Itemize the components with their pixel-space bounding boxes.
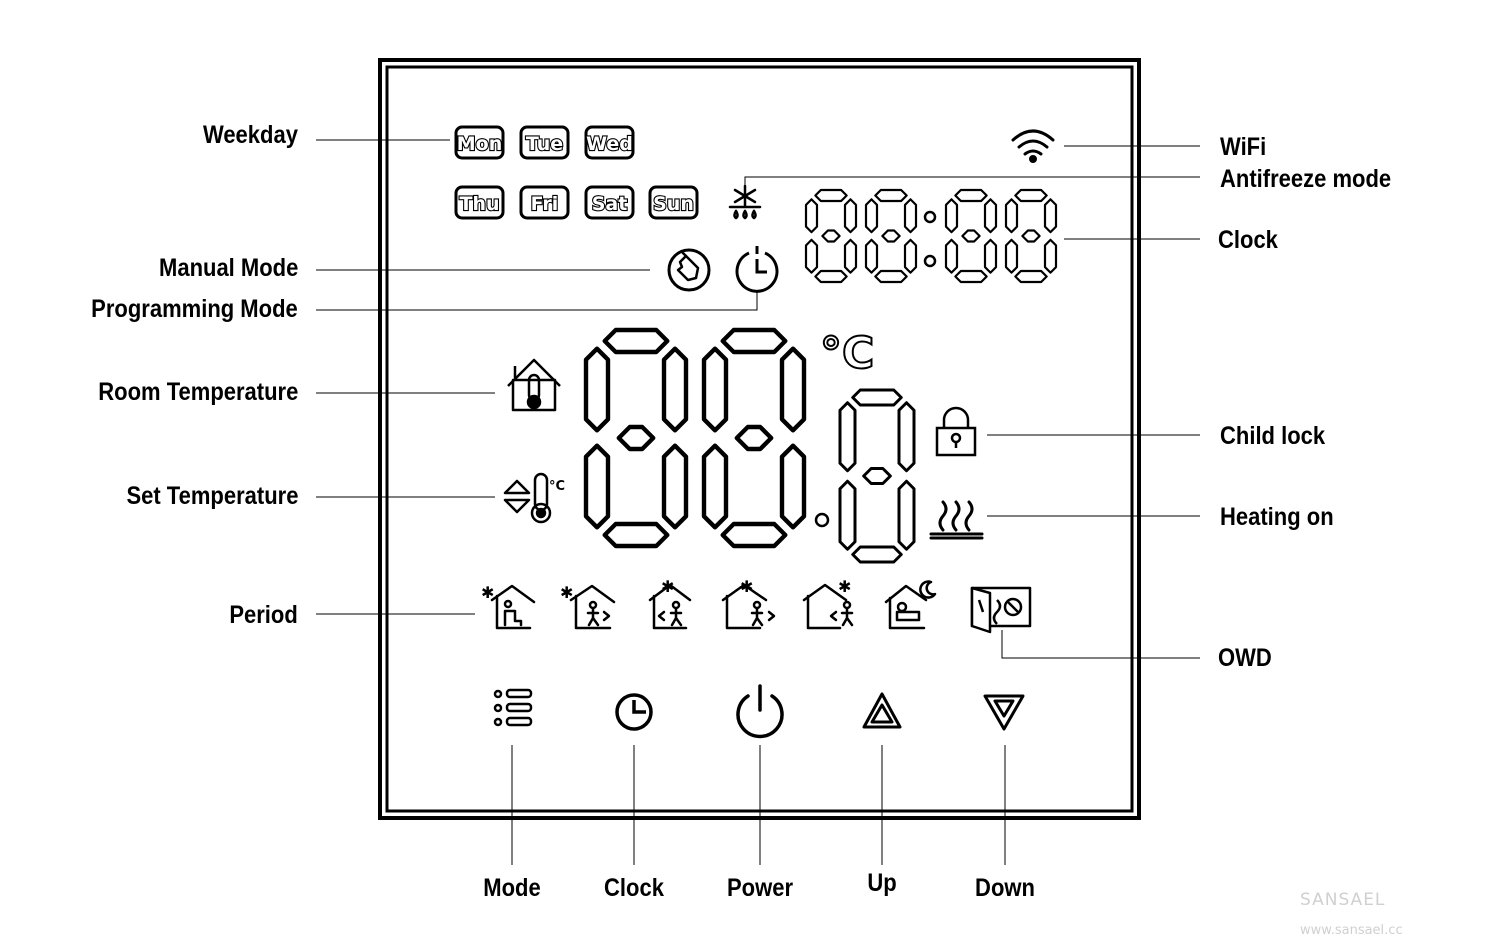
temperature-display	[583, 327, 916, 564]
period-leave2-icon: ✱	[721, 577, 776, 630]
label-down-button: Down	[975, 874, 1035, 902]
label-mode-button: Mode	[483, 874, 541, 902]
label-power-button: Power	[726, 874, 794, 902]
clock-digit-2	[864, 188, 918, 284]
house-thermometer-icon	[507, 358, 561, 412]
timer-icon	[735, 246, 779, 293]
open-window-icon	[970, 586, 1032, 634]
hand-icon	[667, 248, 711, 292]
period-icons: ✱ ✱ ✱ ✱	[481, 577, 937, 630]
clock-colon-top	[923, 210, 937, 224]
weekday-badge-fri: Fri	[519, 185, 570, 220]
label-wifi: WiFi	[1220, 133, 1267, 161]
mode-button[interactable]	[493, 688, 533, 727]
weekday-label: Thu	[459, 193, 499, 215]
clock-display	[804, 188, 1058, 284]
svg-text:✱: ✱	[481, 583, 494, 602]
label-owd: OWD	[1218, 644, 1272, 672]
period-leave-icon: ✱	[560, 583, 616, 630]
temp-digit-tens	[583, 327, 689, 549]
period-return2-icon: ✱	[802, 577, 854, 630]
label-child-lock: Child lock	[1220, 422, 1326, 450]
clock-digit-3	[944, 188, 998, 284]
period-wake-icon: ✱	[481, 583, 536, 630]
svg-text:✱: ✱	[838, 577, 851, 596]
svg-text:°C: °C	[549, 479, 565, 494]
weekday-label: Sat	[592, 193, 628, 215]
temp-digit-decimal	[838, 388, 916, 564]
padlock-icon	[935, 406, 977, 457]
temp-digit-ones	[701, 327, 807, 549]
label-clock-display: Clock	[1218, 226, 1278, 254]
label-manual-mode: Manual Mode	[158, 254, 298, 282]
clock-colon-bottom	[923, 254, 937, 268]
label-period: Period	[229, 601, 298, 629]
clock-digit-4	[1004, 188, 1058, 284]
weekday-badge-sun: Sun	[648, 185, 699, 220]
label-weekday: Weekday	[203, 121, 298, 149]
weekday-label: Sun	[653, 193, 694, 215]
heat-waves-icon	[929, 500, 984, 540]
period-return-icon: ✱	[648, 577, 692, 630]
up-button[interactable]	[862, 692, 902, 729]
watermark-url: www.sansael.cc	[1300, 923, 1403, 938]
weekday-label: Wed	[586, 133, 633, 155]
snowflake-icon	[728, 184, 762, 220]
label-antifreeze-mode: Antifreeze mode	[1220, 165, 1392, 193]
watermark-brand: SANSAEL	[1300, 890, 1386, 910]
down-button[interactable]	[983, 694, 1025, 731]
celsius-symbol: °C	[820, 328, 874, 379]
decimal-point	[814, 512, 830, 528]
power-button[interactable]	[736, 684, 784, 739]
label-programming-mode: Programming Mode	[91, 295, 298, 323]
weekday-label: Fri	[531, 193, 559, 215]
weekday-badge-tue: Tue	[519, 125, 570, 160]
weekday-badge-sat: Sat	[584, 185, 635, 220]
weekday-label: Tue	[526, 133, 563, 155]
weekday-label: Mon	[457, 133, 503, 155]
label-up-button: Up	[867, 869, 897, 897]
clock-button[interactable]	[615, 693, 653, 731]
wifi-icon	[1011, 129, 1055, 163]
label-heating-on: Heating on	[1220, 503, 1334, 531]
label-room-temperature: Room Temperature	[97, 378, 298, 406]
leader-lines	[316, 139, 1200, 865]
label-set-temperature: Set Temperature	[126, 482, 298, 510]
weekday-badge-mon: Mon	[454, 125, 505, 160]
clock-digit-1	[804, 188, 858, 284]
weekday-badge-thu: Thu	[454, 185, 505, 220]
label-clock-button: Clock	[604, 874, 664, 902]
svg-text:✱: ✱	[560, 583, 573, 602]
period-sleep-icon	[884, 580, 937, 630]
weekday-badge-wed: Wed	[584, 125, 635, 160]
thermometer-updown-icon: °C	[503, 472, 565, 524]
